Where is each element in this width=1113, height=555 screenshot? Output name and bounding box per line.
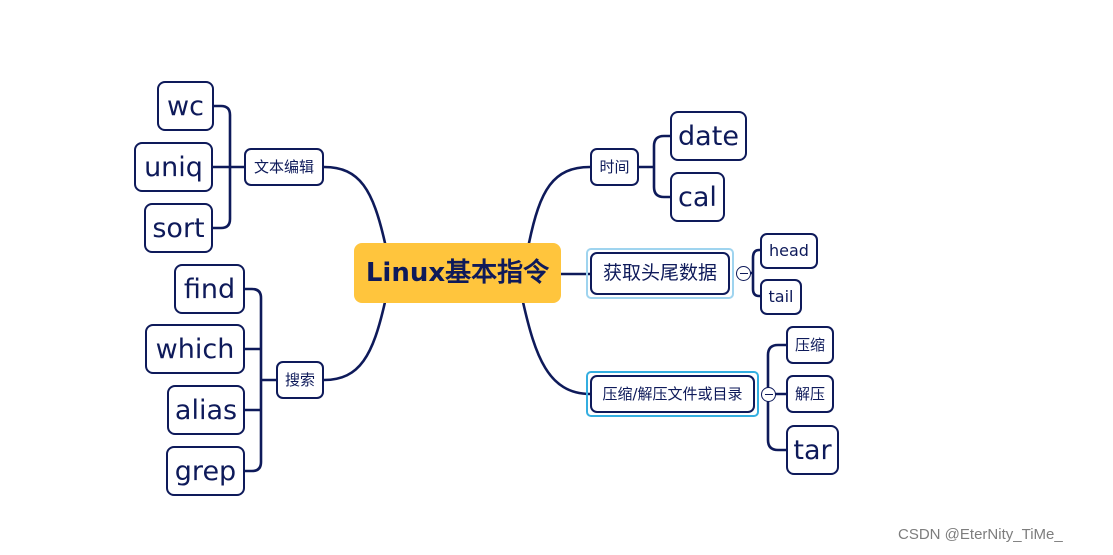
leaf-head[interactable]: head — [760, 233, 818, 269]
leaf-wc[interactable]: wc — [157, 81, 214, 131]
edge-root-time — [527, 165, 592, 245]
leaf-which[interactable]: which — [145, 324, 245, 374]
edge-root-text-edit — [322, 165, 387, 245]
edge-root-search — [322, 300, 387, 382]
leaf-find[interactable]: find — [174, 264, 245, 314]
edge-head-tail-bracket — [748, 248, 762, 298]
root-node-linux-commands[interactable]: Linux基本指令 — [354, 243, 561, 303]
selection-frame-compress — [586, 371, 759, 417]
leaf-sort[interactable]: sort — [144, 203, 213, 253]
edge-search-bracket — [242, 287, 278, 473]
branch-compress-decompress[interactable]: 压缩/解压文件或目录 — [590, 375, 755, 413]
leaf-grep[interactable]: grep — [166, 446, 245, 496]
minus-circle-icon[interactable] — [736, 266, 751, 281]
leaf-tail[interactable]: tail — [760, 279, 802, 315]
branch-time[interactable]: 时间 — [590, 148, 639, 186]
leaf-cal[interactable]: cal — [670, 172, 725, 222]
edge-root-compress — [521, 300, 592, 396]
branch-head-tail-data[interactable]: 获取头尾数据 — [590, 252, 730, 295]
edge-time-bracket — [637, 134, 672, 199]
watermark-text: CSDN @EterNity_TiMe_ — [898, 526, 1063, 543]
branch-search[interactable]: 搜索 — [276, 361, 324, 399]
edge-text-edit-bracket — [211, 104, 246, 230]
branch-text-editing[interactable]: 文本编辑 — [244, 148, 324, 186]
leaf-decompress[interactable]: 解压 — [786, 375, 834, 413]
minus-circle-icon[interactable] — [761, 387, 776, 402]
leaf-alias[interactable]: alias — [167, 385, 245, 435]
leaf-tar[interactable]: tar — [786, 425, 839, 475]
leaf-compress[interactable]: 压缩 — [786, 326, 834, 364]
selection-frame-head-tail — [586, 248, 734, 299]
leaf-date[interactable]: date — [670, 111, 747, 161]
leaf-uniq[interactable]: uniq — [134, 142, 213, 192]
